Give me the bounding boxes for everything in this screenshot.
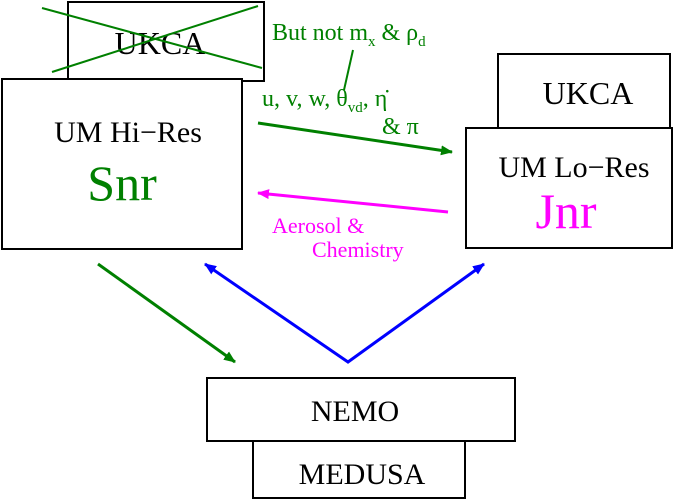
cross-out-line-1: [41, 7, 263, 69]
um-hires-box: [1, 78, 243, 250]
cross-out-line-2: [51, 5, 259, 73]
note-pointer-line: [343, 49, 354, 91]
fields-note: u, v, w, θvd, η̇: [262, 86, 389, 116]
snr-label: Snr: [87, 155, 157, 211]
ukca-hires-label: UKCA: [115, 25, 206, 61]
um-hires-label: UM Hi−Res: [54, 116, 202, 149]
arrow-hires-to-nemo: [97, 262, 236, 364]
jnr-label: Jnr: [535, 183, 596, 239]
medusa-box: [252, 439, 466, 499]
medusa-label: MEDUSA: [299, 458, 426, 491]
arrow-hires-to-lores: [257, 121, 453, 156]
ukca-lores-box: [497, 53, 671, 130]
nemo-box: [206, 377, 516, 442]
um-lores-box: [465, 127, 673, 249]
nemo-label: NEMO: [311, 395, 399, 428]
aerosol-note-line2: Chemistry: [312, 237, 404, 262]
aerosol-note-line1: Aerosol &: [272, 213, 364, 238]
ukca-lores-label: UKCA: [543, 75, 634, 111]
um-lores-label: UM Lo−Res: [498, 151, 649, 184]
but-not-note: But not mx & ρd: [272, 20, 426, 50]
arrow-lores-to-hires: [257, 189, 449, 214]
fields-note-pi: & π: [382, 114, 419, 140]
arrow-nemo-to-models: [204, 262, 485, 364]
